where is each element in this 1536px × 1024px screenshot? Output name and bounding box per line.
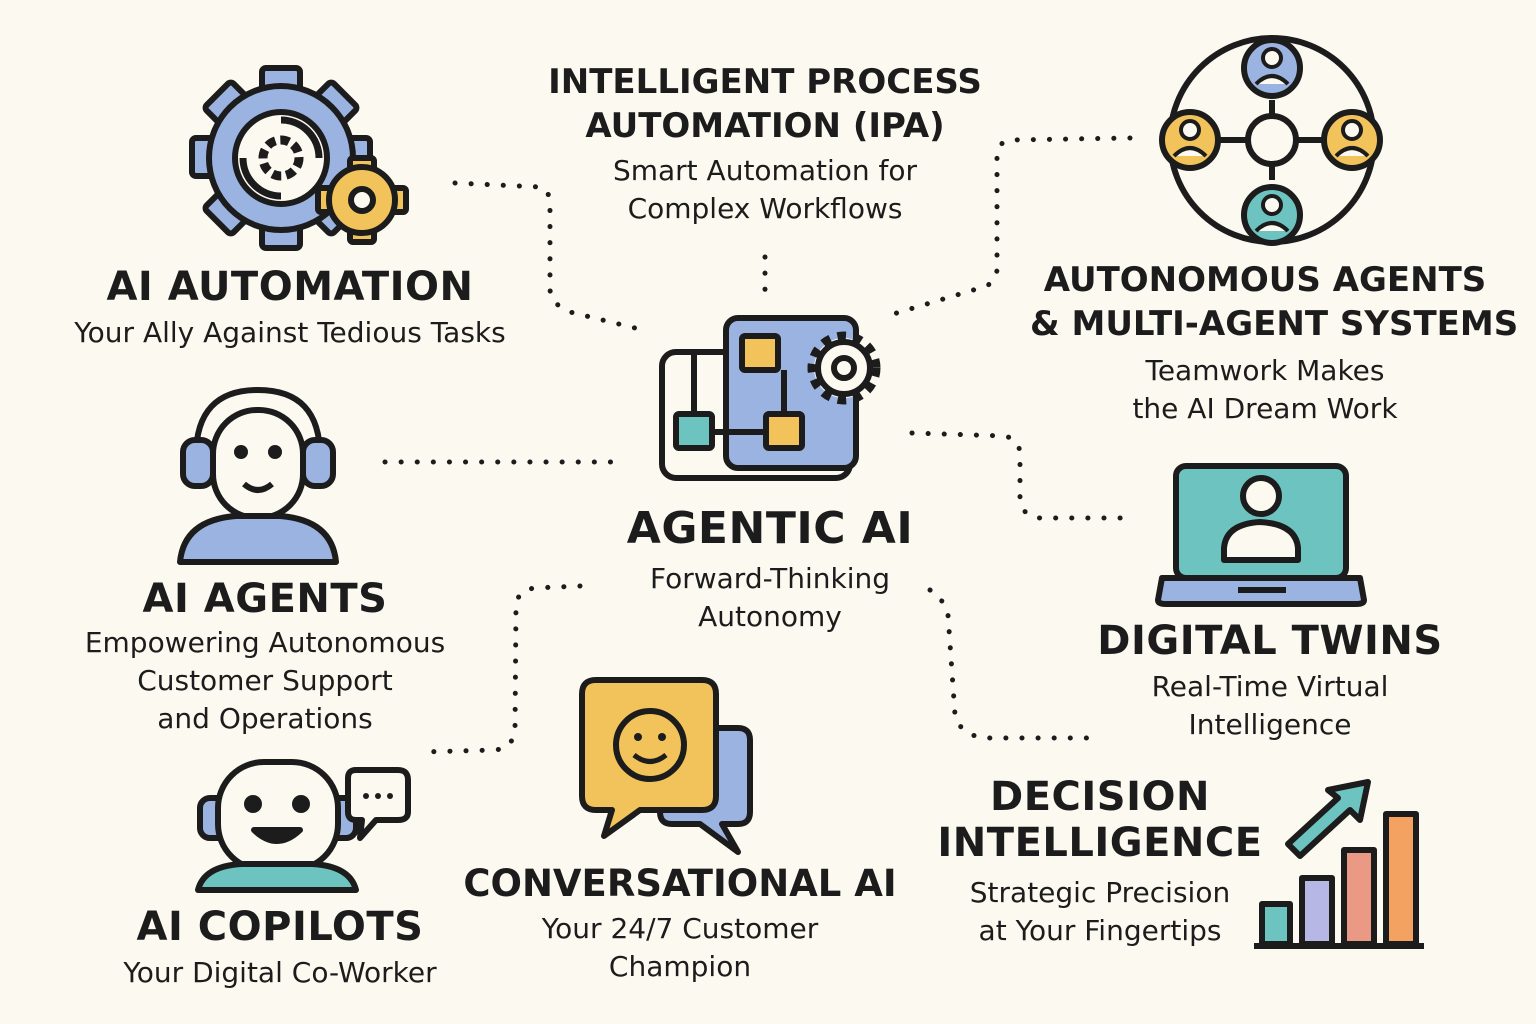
center-title: AGENTIC AI (626, 503, 914, 554)
digital-twins-subtitle-line-1: Real-Time Virtual (1151, 670, 1389, 703)
autonomous-agents-title: AUTONOMOUS AGENTS & MULTI-AGENT SYSTEMS (1030, 258, 1519, 346)
ai-copilots-subtitle: Your Digital Co-Worker (123, 956, 437, 989)
node-center: AGENTIC AI Forward-Thinking Autonomy (590, 504, 950, 636)
node-digital-twins: DIGITAL TWINS Real-Time Virtual Intellig… (1060, 618, 1480, 744)
ai-automation-title: AI AUTOMATION (106, 264, 474, 310)
chat-bubbles-icon (579, 677, 753, 855)
node-autonomous-agents: AUTONOMOUS AGENTS & MULTI-AGENT SYSTEMS … (1030, 258, 1519, 428)
laptop-user-icon (1155, 463, 1367, 607)
autonomous-agents-title-line-1: AUTONOMOUS AGENTS (1043, 260, 1487, 300)
ai-automation-subtitle: Your Ally Against Tedious Tasks (74, 316, 506, 349)
decision-intelligence-title: DECISION INTELLIGENCE (920, 774, 1280, 866)
center-subtitle-line-1: Forward-Thinking (649, 562, 891, 595)
workflow-icon (659, 315, 881, 481)
digital-twins-subtitle: Real-Time Virtual Intelligence (1060, 668, 1480, 744)
gears-icon (189, 65, 409, 251)
node-ai-agents: AI AGENTS Empowering Autonomous Customer… (40, 576, 490, 738)
ipa-title: INTELLIGENT PROCESS AUTOMATION (IPA) (540, 60, 990, 148)
decision-intelligence-title-line-2: INTELLIGENCE (937, 820, 1263, 866)
ai-agents-subtitle-line-1: Empowering Autonomous (84, 626, 446, 659)
conversational-ai-subtitle: Your 24/7 Customer Champion (440, 910, 920, 986)
node-ai-copilots: AI COPILOTS Your Digital Co-Worker (60, 904, 500, 992)
ai-agents-title: AI AGENTS (142, 576, 388, 622)
ipa-subtitle: Smart Automation for Complex Workflows (540, 152, 990, 228)
conversational-ai-subtitle-line-2: Champion (608, 950, 752, 983)
node-ipa: INTELLIGENT PROCESS AUTOMATION (IPA) Sma… (540, 60, 990, 228)
decision-intelligence-title-line-1: DECISION (990, 774, 1210, 820)
autonomous-agents-subtitle-line-1: Teamwork Makes (1145, 354, 1385, 387)
node-conversational-ai: CONVERSATIONAL AI Your 24/7 Customer Cha… (440, 862, 920, 986)
center-subtitle-line-2: Autonomy (698, 600, 842, 633)
autonomous-agents-subtitle-line-2: the AI Dream Work (1132, 392, 1398, 425)
decision-intelligence-subtitle-line-1: Strategic Precision (969, 876, 1231, 909)
conversational-ai-subtitle-line-1: Your 24/7 Customer (541, 912, 819, 945)
ipa-title-line-1: INTELLIGENT PROCESS (548, 62, 982, 102)
bar-chart-arrow-icon (1254, 779, 1424, 949)
center-subtitle: Forward-Thinking Autonomy (590, 560, 950, 636)
ai-agents-subtitle: Empowering Autonomous Customer Support a… (40, 624, 490, 738)
ipa-title-line-2: AUTOMATION (IPA) (585, 106, 945, 146)
autonomous-agents-subtitle: Teamwork Makes the AI Dream Work (1030, 352, 1500, 428)
ipa-subtitle-line-2: Complex Workflows (627, 192, 903, 225)
ipa-subtitle-line-1: Smart Automation for (612, 154, 918, 187)
network-people-icon (1159, 35, 1383, 246)
ai-copilots-title: AI COPILOTS (136, 904, 424, 950)
node-ai-automation: AI AUTOMATION Your Ally Against Tedious … (40, 264, 540, 352)
node-decision-intelligence: DECISION INTELLIGENCE Strategic Precisio… (920, 774, 1280, 950)
robot-chat-icon (195, 759, 411, 893)
connector-decision-intelligence (927, 587, 1098, 741)
autonomous-agents-title-line-2: & MULTI-AGENT SYSTEMS (1030, 304, 1519, 344)
headset-agent-icon (177, 387, 339, 565)
ai-agents-subtitle-line-3: and Operations (157, 702, 373, 735)
digital-twins-subtitle-line-2: Intelligence (1188, 708, 1352, 741)
decision-intelligence-subtitle-line-2: at Your Fingertips (978, 914, 1222, 947)
decision-intelligence-subtitle: Strategic Precision at Your Fingertips (920, 874, 1280, 950)
digital-twins-title: DIGITAL TWINS (1097, 618, 1443, 664)
ai-agents-subtitle-line-2: Customer Support (137, 664, 393, 697)
conversational-ai-title: CONVERSATIONAL AI (463, 862, 897, 905)
